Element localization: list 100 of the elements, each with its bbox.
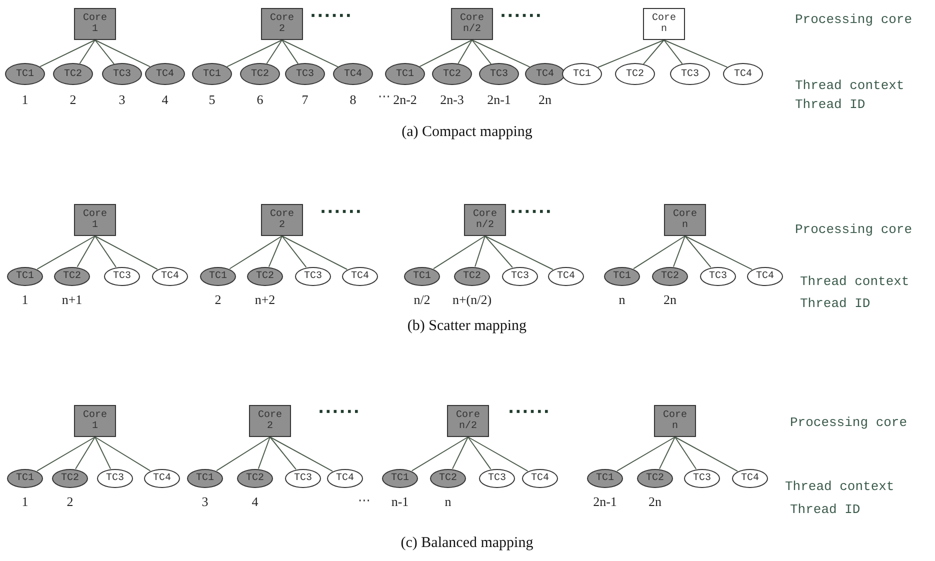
thread-id: n+(n/2) (452, 292, 492, 308)
thread-context-ellipse: TC2 (637, 468, 673, 488)
thread-context-ellipse: TC4 (525, 63, 565, 85)
connector-line (216, 436, 270, 472)
thread-id: 2n-2 (393, 92, 417, 108)
thread-context-ellipse: TC2 (237, 468, 273, 488)
thread-context-ellipse: TC1 (5, 63, 45, 85)
ellipsis-dots: ······ (320, 202, 362, 221)
thread-context-ellipse: TC1 (192, 63, 232, 85)
thread-id: 2n (664, 292, 676, 308)
connector-line (458, 40, 472, 64)
connector-line (674, 436, 738, 472)
connector-line (282, 40, 338, 68)
thread-id: 4 (252, 494, 258, 510)
connector-line (664, 40, 728, 68)
thread-context-ellipse: TC2 (432, 63, 472, 85)
connector-line (36, 236, 96, 270)
thread-context-ellipse: TC1 (385, 63, 425, 85)
connector-line (270, 436, 333, 472)
connector-line (452, 436, 468, 470)
thread-id: n (444, 494, 452, 510)
connector-line (94, 436, 111, 470)
thread-context-ellipse: TC2 (52, 468, 88, 488)
connector-line (468, 436, 492, 470)
connector-line (94, 40, 150, 68)
connector-line (282, 40, 299, 64)
thread-id: 1 (22, 92, 28, 108)
thread-id: 2n-1 (487, 92, 511, 108)
connector-line (433, 236, 486, 270)
connector-line (474, 236, 486, 268)
connector-line (472, 40, 492, 64)
connector-line (633, 236, 686, 270)
row-label: Thread context (795, 78, 904, 93)
processing-core-box: Core n/2 (447, 405, 489, 437)
thread-context-ellipse: TC3 (97, 468, 133, 488)
processing-core-box: Core 1 (74, 405, 116, 437)
connector-line (94, 236, 158, 270)
connector-line (419, 40, 472, 68)
ellipsis-dots: ······ (500, 6, 542, 25)
thread-id: n+1 (62, 292, 82, 308)
thread-context-ellipse: TC3 (285, 63, 325, 85)
processing-core-box: Core 1 (74, 8, 116, 40)
thread-context-ellipse: TC1 (562, 63, 602, 85)
connector-line (36, 436, 96, 472)
thread-context-ellipse: TC2 (652, 266, 688, 286)
processing-core-box: Core n/2 (464, 204, 506, 236)
connector-line (684, 236, 712, 268)
thread-context-ellipse: TC4 (152, 266, 188, 286)
processing-core-box: Core 2 (261, 204, 303, 236)
connector-line (674, 436, 697, 470)
connector-line (684, 236, 752, 270)
row-label: Thread context (785, 479, 894, 494)
processing-core-box: Core n/2 (451, 8, 493, 40)
connector-line (282, 236, 307, 268)
thread-context-ellipse: TC3 (502, 266, 538, 286)
thread-context-ellipse: TC1 (604, 266, 640, 286)
connector-line (94, 436, 151, 472)
ellipsis-dots: ··· (358, 494, 370, 509)
row-label: Processing core (790, 415, 908, 430)
ellipsis-dots: ······ (510, 202, 552, 221)
thread-id: 1 (22, 292, 28, 308)
thread-id: n+2 (254, 292, 276, 308)
thread-context-ellipse: TC1 (200, 266, 236, 286)
processing-core-box: Core 2 (261, 8, 303, 40)
connector-line (258, 436, 270, 470)
connector-line (226, 40, 282, 68)
thread-context-ellipse: TC3 (102, 63, 142, 85)
thread-context-ellipse: TC1 (382, 468, 418, 488)
thread-context-ellipse: TC4 (548, 266, 584, 286)
figure-caption: (a) Compact mapping (402, 124, 532, 141)
thread-context-ellipse: TC2 (54, 266, 90, 286)
thread-id: 2n (648, 494, 662, 510)
connector-line (472, 40, 530, 68)
thread-id: 5 (208, 92, 216, 108)
connector-line (229, 236, 282, 270)
connector-line (659, 436, 676, 470)
connector-line (597, 40, 664, 68)
thread-id: 1 (22, 494, 28, 510)
connector-line (79, 40, 96, 64)
thread-context-ellipse: TC1 (404, 266, 440, 286)
thread-context-ellipse: TC1 (7, 266, 43, 286)
connector-line (484, 236, 554, 270)
row-label: Processing core (795, 222, 912, 237)
thread-id: n/2 (414, 292, 430, 308)
connector-line (411, 436, 468, 472)
connector-line (40, 40, 96, 68)
connector-line (643, 40, 664, 65)
thread-id: 2 (66, 494, 74, 510)
figure-caption: (b) Scatter mapping (407, 318, 527, 335)
thread-id: 8 (350, 92, 356, 108)
thread-id: 2 (214, 292, 222, 308)
thread-id: 3 (202, 494, 208, 510)
connector-line (468, 436, 528, 472)
processing-core-box: Core 1 (74, 204, 116, 236)
connector-line (94, 236, 116, 268)
thread-id: n-1 (391, 494, 409, 510)
processing-core-box: Core 2 (249, 405, 291, 437)
thread-context-ellipse: TC4 (342, 266, 378, 286)
thread-context-ellipse: TC4 (732, 468, 768, 488)
connector-line (616, 436, 676, 472)
